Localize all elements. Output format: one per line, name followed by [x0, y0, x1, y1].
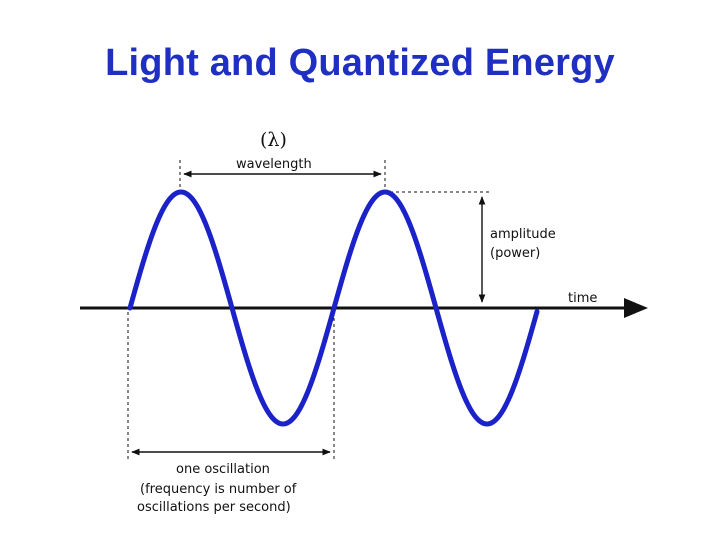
frequency-note-line1: (frequency is number of	[140, 482, 297, 497]
lambda-symbol: (λ)	[260, 129, 287, 151]
frequency-note-line2: oscillations per second)	[137, 500, 291, 515]
sine-wave	[127, 189, 540, 427]
amplitude-power-label: (power)	[490, 246, 540, 261]
oscillation-label: one oscillation	[176, 462, 270, 477]
time-axis-arrowhead	[624, 298, 648, 318]
amplitude-label: amplitude	[490, 227, 556, 242]
wavelength-label: wavelength	[236, 157, 312, 172]
slide-title: Light and Quantized Energy	[105, 42, 615, 84]
time-label: time	[568, 291, 597, 306]
